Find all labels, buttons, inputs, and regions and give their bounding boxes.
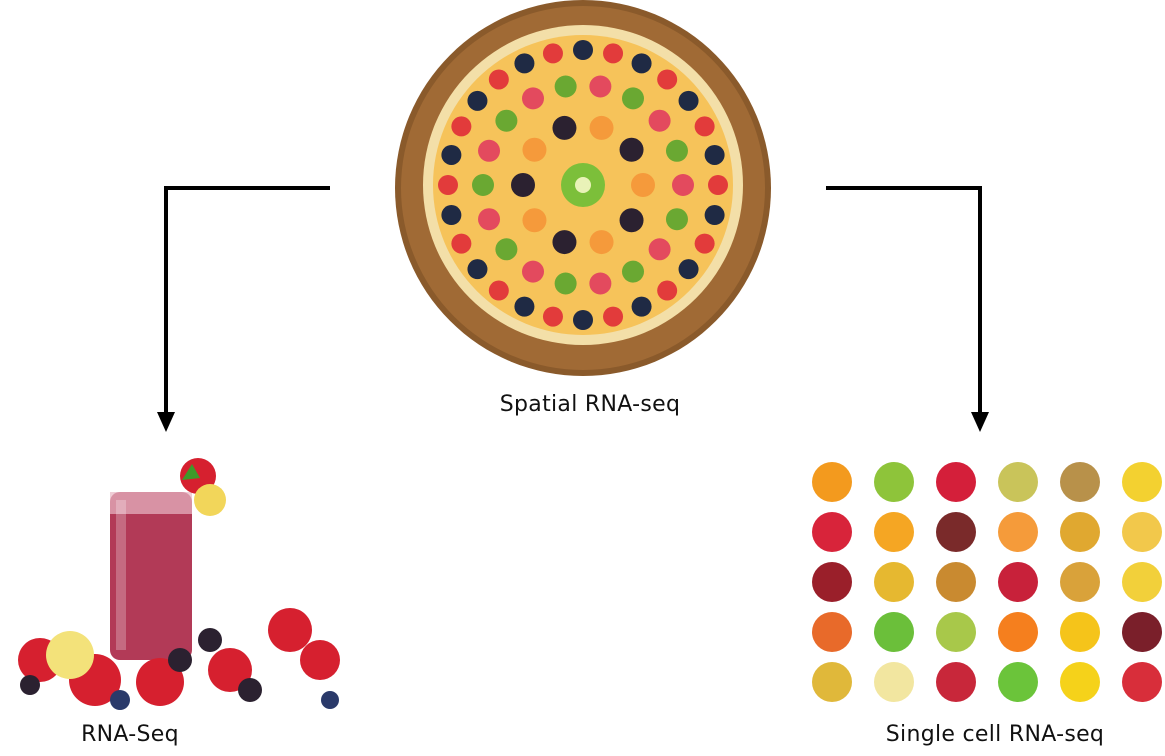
label-spatial-rna-seq: Spatial RNA-seq xyxy=(499,392,681,417)
right-arrow xyxy=(826,186,989,432)
left-arrow xyxy=(157,186,330,432)
label-single-cell-rna-seq: Single cell RNA-seq xyxy=(885,722,1105,747)
label-rna-seq: RNA-Seq xyxy=(81,722,179,747)
